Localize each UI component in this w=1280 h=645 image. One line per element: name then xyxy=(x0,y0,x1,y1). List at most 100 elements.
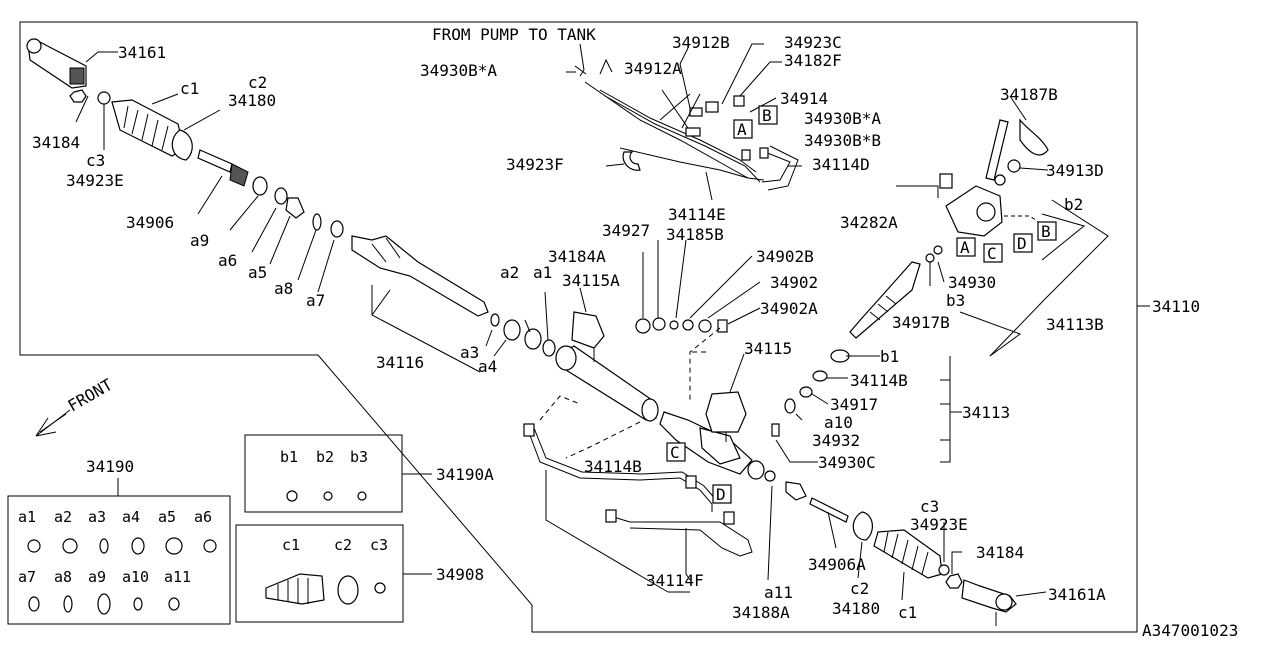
kit-item-label: a5 xyxy=(158,508,176,526)
label-34930BA-right: 34930B*A xyxy=(804,109,881,128)
label-34902: 34902 xyxy=(770,273,818,292)
label-c2-right: c2 xyxy=(850,579,869,598)
label-34110: 34110 xyxy=(1152,297,1200,316)
label-34282A: 34282A xyxy=(840,213,898,232)
leader-lines xyxy=(75,43,1150,601)
label-34913D: 34913D xyxy=(1046,161,1104,180)
ring-34930 xyxy=(933,245,943,255)
label-34902A: 34902A xyxy=(760,299,818,318)
gear-housing xyxy=(555,345,765,480)
label-34914: 34914 xyxy=(780,89,828,108)
ring-34902 xyxy=(698,319,712,333)
kit-item-label: c1 xyxy=(282,536,300,554)
kit-item-label: a2 xyxy=(54,508,72,526)
nut-34902A xyxy=(717,319,728,333)
letter-A-right: A xyxy=(960,238,970,257)
label-34113B: 34113B xyxy=(1046,315,1104,334)
letter-B-top: B xyxy=(762,106,772,125)
kit-item-label: b3 xyxy=(350,448,368,466)
label-c1: c1 xyxy=(180,79,199,98)
label-34184: 34184 xyxy=(32,133,80,152)
kit-item-label: a3 xyxy=(88,508,106,526)
label-a11: a11 xyxy=(764,583,793,602)
label-34184A: 34184A xyxy=(548,247,606,266)
label-34180: 34180 xyxy=(228,91,276,110)
label-34923E: 34923E xyxy=(66,171,124,190)
letter-C-bottom: C xyxy=(670,443,680,462)
seal-a9 xyxy=(252,176,268,196)
label-a4: a4 xyxy=(478,357,497,376)
label-a5: a5 xyxy=(248,263,267,282)
label-34923F: 34923F xyxy=(506,155,564,174)
label-34161A: 34161A xyxy=(1048,585,1106,604)
label-b1: b1 xyxy=(880,347,899,366)
pinion-34917B xyxy=(849,261,921,339)
left-tie-rod-end xyxy=(26,38,87,89)
ring-a11 xyxy=(764,470,776,482)
right-tie-rod-end xyxy=(961,579,1017,626)
label-a10: a10 xyxy=(824,413,853,432)
label-34930C: 34930C xyxy=(818,453,876,472)
label-34180-right: 34180 xyxy=(832,599,880,618)
label-c3-right: c3 xyxy=(920,497,939,516)
label-34190A: 34190A xyxy=(436,465,494,484)
ring-a3 xyxy=(490,313,500,327)
kit-item-label: a7 xyxy=(18,568,36,586)
label-34912A: 34912A xyxy=(624,59,682,78)
clamp-34180-right xyxy=(852,511,873,541)
label-34912B: 34912B xyxy=(672,33,730,52)
kit-item-label: a6 xyxy=(194,508,212,526)
mount-34115 xyxy=(705,391,747,433)
letter-C-right: C xyxy=(987,244,997,263)
letter-D-bottom: D xyxy=(716,485,726,504)
label-c3: c3 xyxy=(86,151,105,170)
ring-34185B xyxy=(669,320,679,330)
nut-34184-right xyxy=(945,573,963,589)
rack-shaft-34116 xyxy=(351,235,489,317)
nut-34184 xyxy=(69,89,111,105)
lower-pipes xyxy=(523,395,753,593)
kit-item-label: c3 xyxy=(370,536,388,554)
label-ref-code: A347001023 xyxy=(1142,621,1238,640)
label-34932: 34932 xyxy=(812,431,860,450)
label-34190: 34190 xyxy=(86,457,134,476)
label-34906A: 34906A xyxy=(808,555,866,574)
bushing-a5 xyxy=(285,197,305,219)
ring-34927 xyxy=(652,317,666,331)
label-a3: a3 xyxy=(460,343,479,362)
seal-a4 xyxy=(503,319,521,341)
label-34114D: 34114D xyxy=(812,155,870,174)
label-34923E-right: 34923E xyxy=(910,515,968,534)
kit-item-label: c2 xyxy=(334,536,352,554)
letter-D-right: D xyxy=(1017,234,1027,253)
label-34927: 34927 xyxy=(602,221,650,240)
ring-34902B xyxy=(682,319,694,331)
label-34113: 34113 xyxy=(962,403,1010,422)
label-34115: 34115 xyxy=(744,339,792,358)
label-a2: a2 xyxy=(500,263,519,282)
label-c1-right: c1 xyxy=(898,603,917,622)
label-34115A: 34115A xyxy=(562,271,620,290)
label-34917: 34917 xyxy=(830,395,878,414)
seal-34917 xyxy=(799,386,813,398)
label-34902B: 34902B xyxy=(756,247,814,266)
label-34161: 34161 xyxy=(118,43,166,62)
mount-34115A xyxy=(571,311,605,349)
assembly-boundary xyxy=(19,21,1138,633)
label-34187B: 34187B xyxy=(1000,85,1058,104)
kit-item-label: a9 xyxy=(88,568,106,586)
tank-arrow xyxy=(599,58,613,75)
label-34116: 34116 xyxy=(376,353,424,372)
label-34114F: 34114F xyxy=(646,571,704,590)
bushing-a7 xyxy=(330,220,344,238)
clamp-34180 xyxy=(171,129,193,161)
label-34114B-bottom: 34114B xyxy=(584,457,642,476)
ring-a1 xyxy=(542,339,556,357)
kit-item-label: a4 xyxy=(122,508,140,526)
seal-34114B xyxy=(812,370,828,382)
pump-arrow xyxy=(574,65,587,77)
label-front: FRONT xyxy=(65,375,117,416)
label-a1: a1 xyxy=(533,263,552,282)
